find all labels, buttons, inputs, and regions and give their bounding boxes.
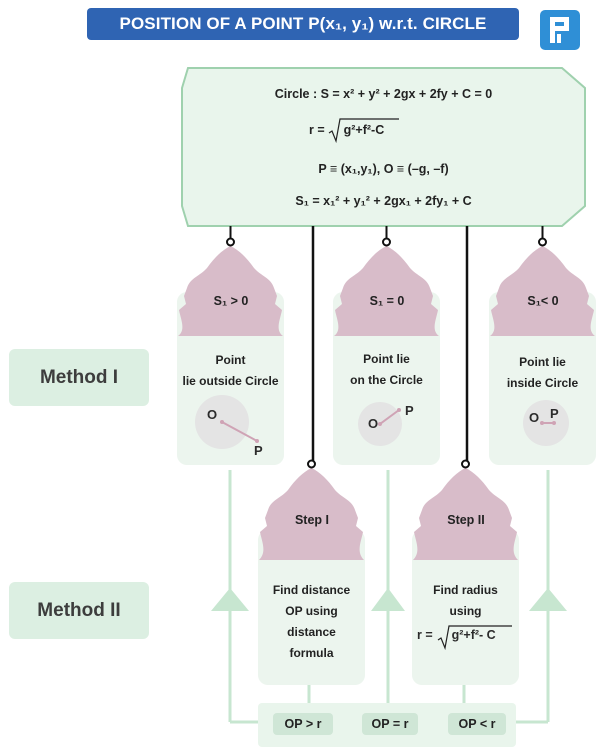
step-line: formula <box>289 646 334 660</box>
hook-circle <box>382 237 391 247</box>
bell-shape-case-1 <box>178 246 283 336</box>
point-definitions: P ≡ (x₁,y₁), O ≡ (–g, –f) <box>318 162 449 176</box>
step-formula-radicand: g²+f²- C <box>451 628 496 642</box>
step-line: OP using <box>285 604 338 618</box>
case-description-line: Point <box>215 353 246 367</box>
bell-shape-step-1 <box>259 468 364 560</box>
arrow-up-icon <box>211 588 249 611</box>
case-description: Point lie outside Circle <box>177 350 284 392</box>
step-label: Step II <box>447 513 485 527</box>
radius-radicand: g²+f²-C <box>343 123 385 137</box>
circle-equation: Circle : S = x² + y² + 2gx + 2fy + C = 0 <box>274 87 493 101</box>
step-formula-prefix: r = <box>417 628 433 642</box>
arrow-up-icon <box>371 588 405 611</box>
label-o: O <box>207 407 218 422</box>
hook-circle <box>538 237 547 247</box>
radius-formula: r = g²+f²-C <box>309 123 384 137</box>
case-condition: S₁< 0 <box>527 294 559 308</box>
sqrt-symbol <box>437 625 512 651</box>
bell-shape-case-3 <box>490 246 595 336</box>
label-p: P <box>405 403 414 418</box>
outcome-on: OP = r <box>362 713 418 735</box>
step-line: Find radius <box>433 583 498 597</box>
formula-header: Circle : S = x² + y² + 2gx + 2fy + C = 0… <box>182 68 585 226</box>
sqrt-symbol <box>328 118 399 144</box>
case-description: Point lie on the Circle <box>333 349 440 391</box>
step-description: Find radius using <box>412 580 519 622</box>
case-description-line: lie outside Circle <box>182 374 279 388</box>
hook-circle <box>461 459 470 469</box>
label-o: O <box>529 410 540 425</box>
case-description-line: Point lie <box>519 355 566 369</box>
label-p: P <box>254 443 263 458</box>
case-description-line: on the Circle <box>350 373 423 387</box>
step-formula: r = g²+f²- C <box>417 628 496 642</box>
hook-circle <box>226 237 235 247</box>
s1-expression: S₁ = x₁² + y₁² + 2gx₁ + 2fy₁ + C <box>295 194 472 208</box>
p-logo-icon <box>540 10 580 50</box>
label-o: O <box>368 416 379 431</box>
arrow-up-icon <box>529 588 567 611</box>
case-condition: S₁ = 0 <box>369 294 405 308</box>
step-label: Step I <box>294 513 330 527</box>
case-description-line: Point lie <box>363 352 410 366</box>
hook-circle <box>307 459 316 469</box>
step-line: distance <box>287 625 336 639</box>
method-1-label: Method I <box>9 349 149 406</box>
outcome-inside: OP < r <box>448 713 506 735</box>
case-description: Point lie inside Circle <box>489 352 596 394</box>
label-p: P <box>550 406 559 421</box>
outcome-outside: OP > r <box>273 713 333 735</box>
formula-header-box <box>181 67 586 227</box>
case-condition: S₁ > 0 <box>213 294 249 308</box>
bell-shape-step-2 <box>413 468 518 560</box>
method-2-label: Method II <box>9 582 149 639</box>
bell-shape-case-2 <box>334 246 439 336</box>
step-line: Find distance <box>272 583 351 597</box>
case-description-line: inside Circle <box>506 376 579 390</box>
step-line: using <box>449 604 482 618</box>
step-description: Find distance OP using distance formula <box>258 580 365 664</box>
page-title: POSITION OF A POINT P(x₁, y₁) w.r.t. CIR… <box>87 8 519 40</box>
radius-prefix: r = <box>309 123 325 137</box>
